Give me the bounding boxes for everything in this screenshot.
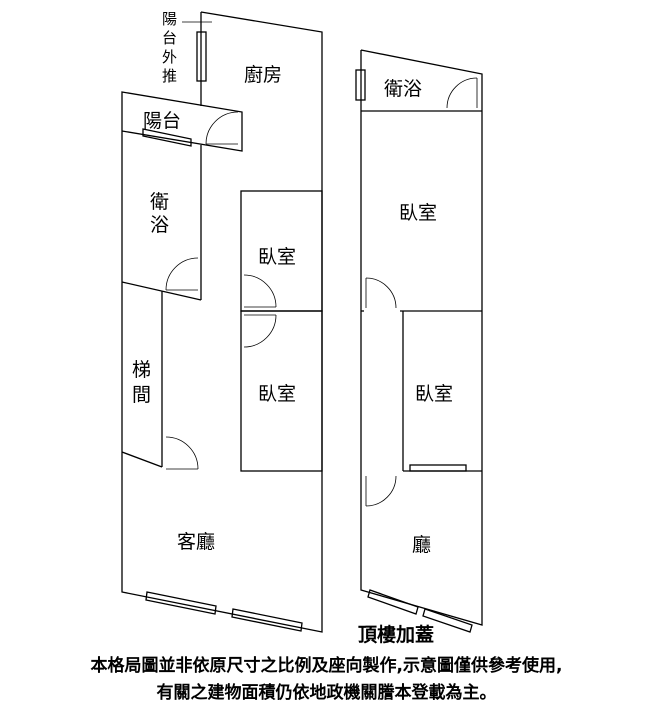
stairs-label: 梯 — [132, 359, 151, 381]
balcony-push-out-label: 陽 — [162, 10, 177, 28]
left-plan-doors — [165, 111, 277, 470]
bathroom-label: 浴 — [150, 214, 169, 236]
rooftop-title: 頂樓加蓋 — [358, 623, 434, 646]
bedroom-label: 臥室 — [258, 383, 296, 405]
rooftop-bathroom-label: 衛浴 — [384, 78, 422, 100]
disclaimer-line-1: 本格局圖並非依原尺寸之比例及座向製作,示意圖僅供參考使用, — [90, 656, 563, 676]
balcony-label: 陽台 — [143, 110, 181, 132]
rooftop-bedroom-label: 臥室 — [399, 202, 437, 224]
right-plan-walls — [360, 49, 483, 626]
kitchen-label: 廚房 — [244, 63, 282, 86]
right-plan-windows — [355, 69, 473, 633]
right-plan-doors — [365, 77, 478, 507]
disclaimer-line-2: 有關之建物面積仍依地政機關謄本登載為主。 — [156, 683, 497, 703]
bathroom-label: 衛 — [150, 191, 169, 213]
rooftop-hall-label: 廳 — [412, 534, 431, 556]
bedroom-label: 臥室 — [258, 246, 296, 268]
balcony-push-out-label: 外 — [162, 48, 177, 66]
left-plan-walls — [121, 11, 323, 633]
balcony-push-out-label: 推 — [162, 67, 177, 85]
left-plan-windows — [142, 31, 303, 632]
stairs-label: 間 — [132, 384, 151, 406]
rooftop-bedroom-label: 臥室 — [415, 383, 453, 405]
living-room-label: 客廳 — [177, 531, 215, 553]
balcony-push-out-label: 台 — [162, 29, 177, 47]
right-plan-labels: 衛浴 臥室 臥室 廳 頂樓加蓋 — [358, 78, 453, 646]
left-plan-labels: 陽 台 外 推 廚房 陽台 衛 浴 臥室 臥室 梯 間 客廳 — [132, 10, 296, 553]
